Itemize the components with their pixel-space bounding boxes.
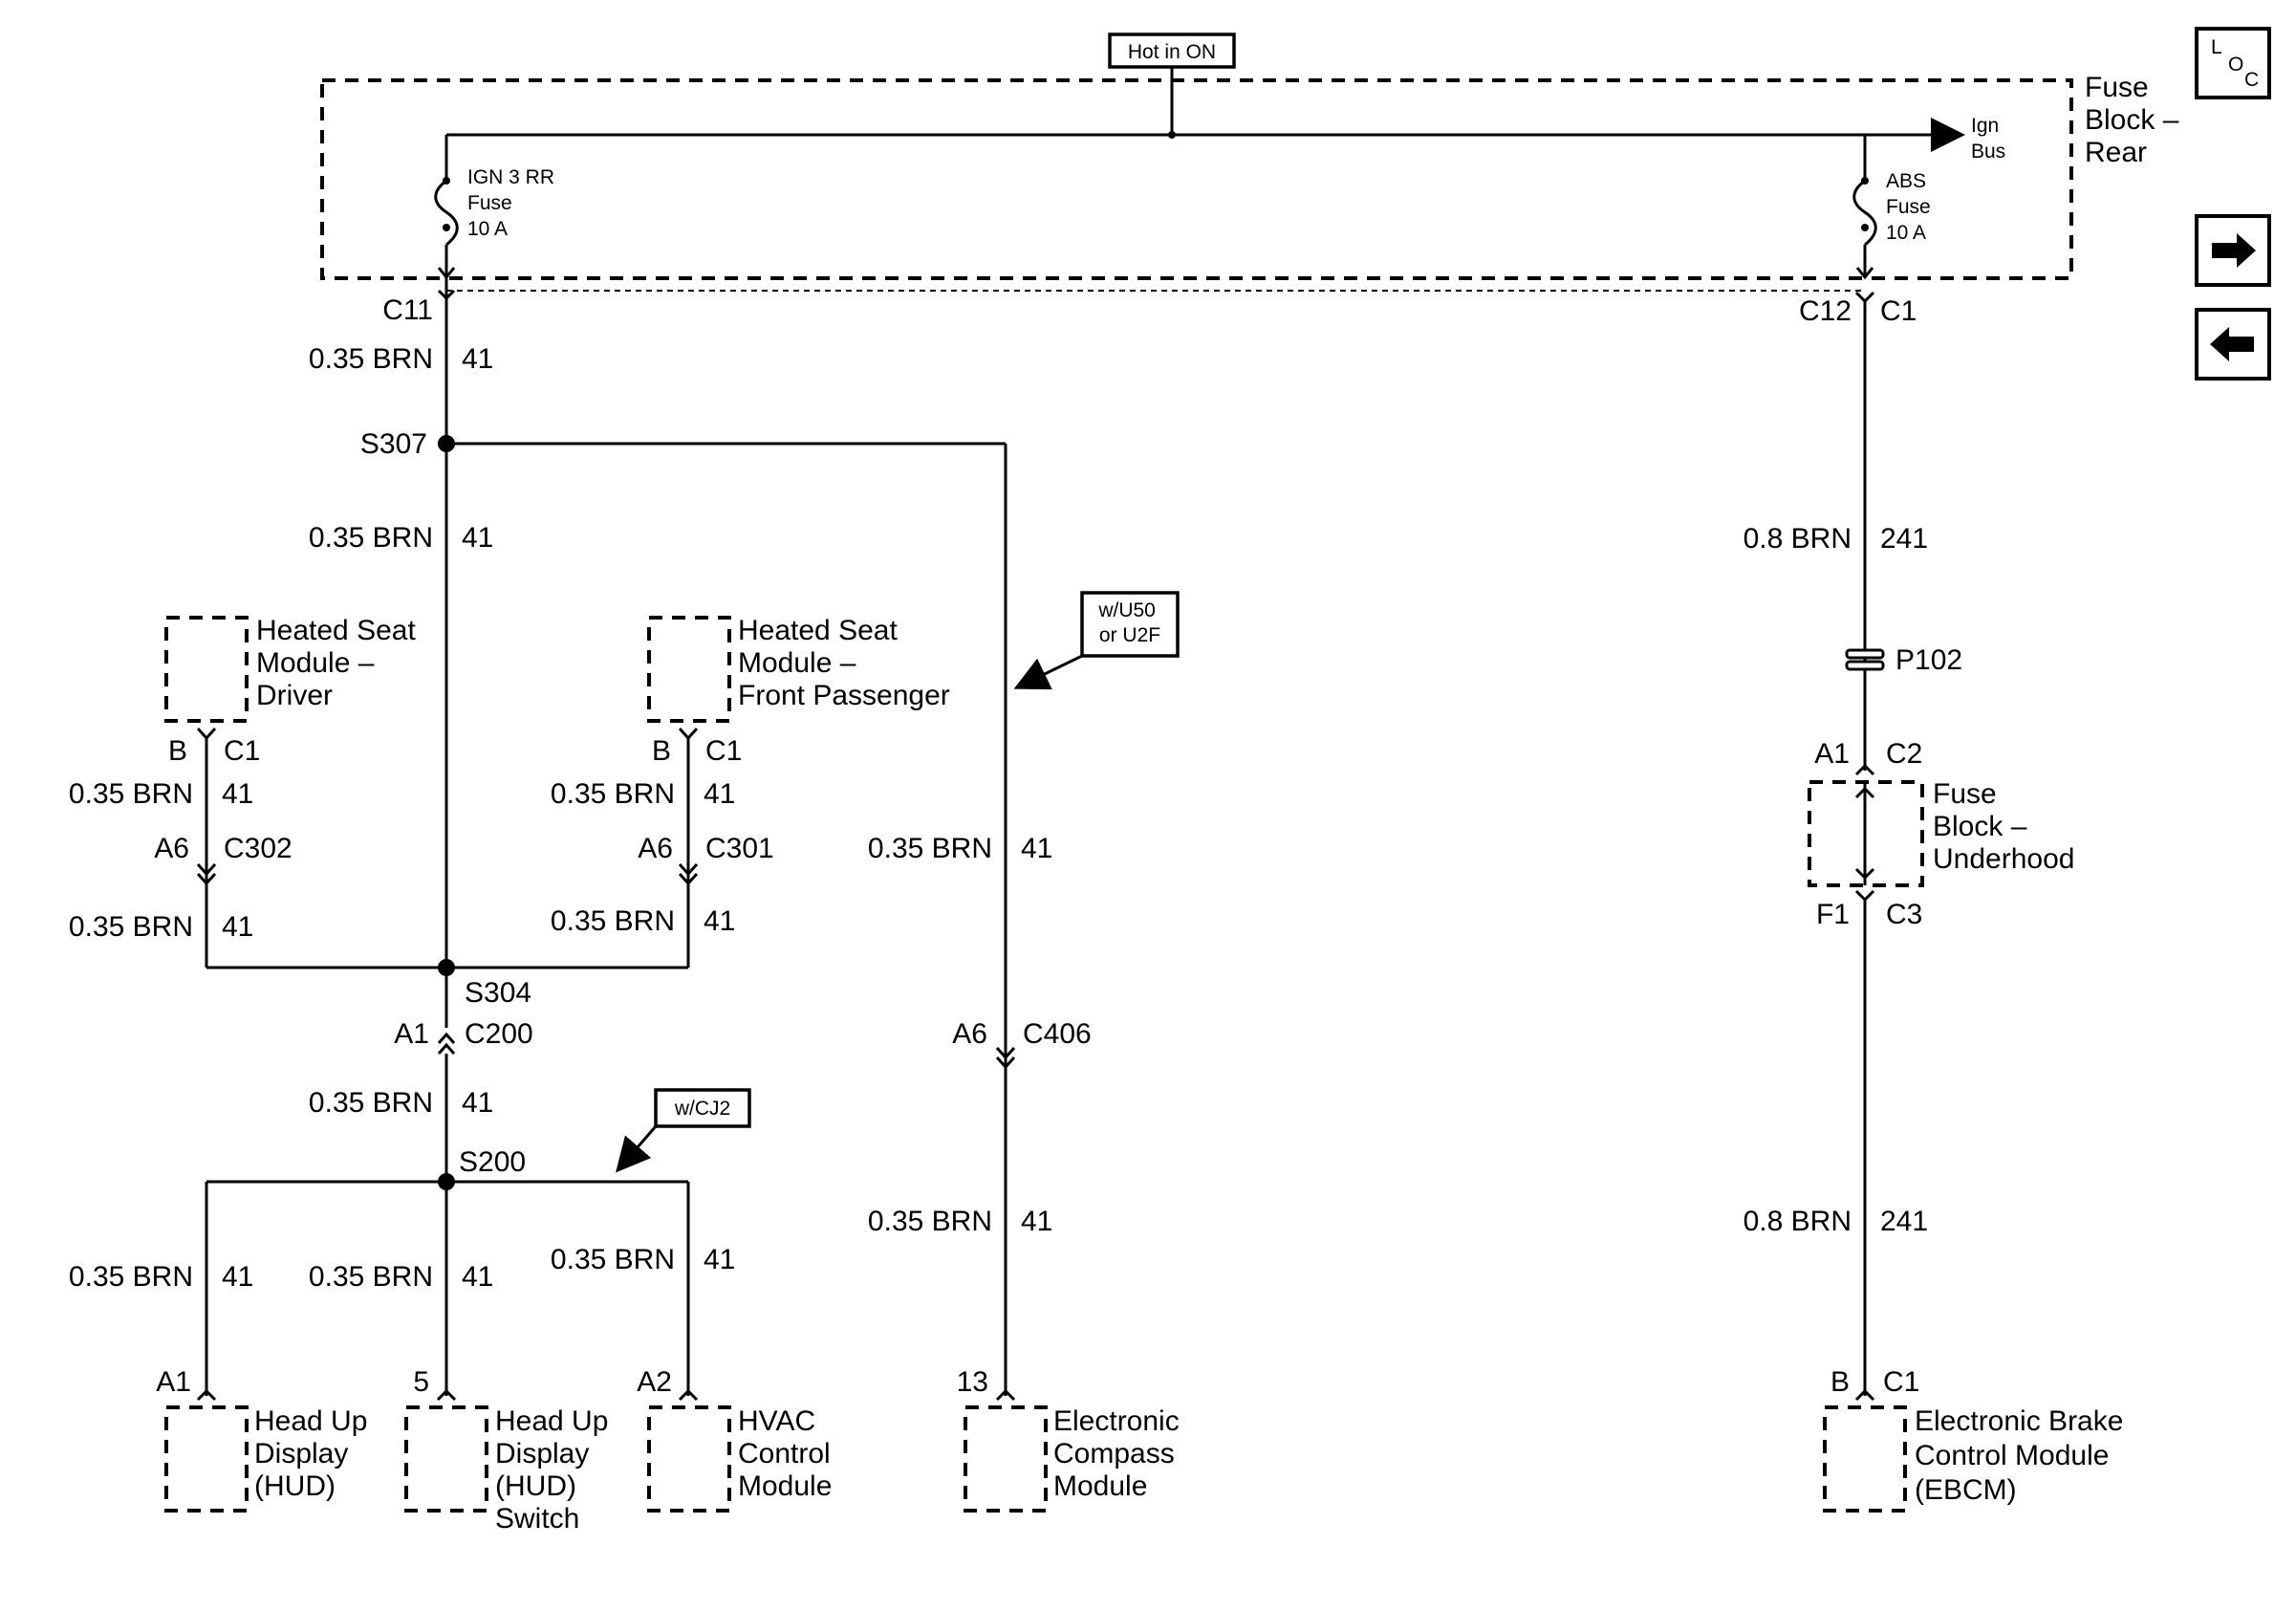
svg-text:0.8 BRN: 0.8 BRN bbox=[1744, 1206, 1852, 1237]
svg-text:C1: C1 bbox=[705, 735, 742, 767]
heated-seat-driver-branch: Heated Seat Module – Driver B C1 0.35 BR… bbox=[69, 615, 446, 969]
svg-text:C1: C1 bbox=[224, 735, 260, 767]
svg-text:41: 41 bbox=[462, 1261, 493, 1293]
ebcm-branch: C12 C1 0.8 BRN 241 P102 A1 C2 Fuse Block… bbox=[1744, 291, 2132, 1513]
ign-bus-label: Ign Bus bbox=[1971, 115, 2005, 163]
svg-text:241: 241 bbox=[1880, 523, 1928, 555]
svg-text:0.35 BRN: 0.35 BRN bbox=[309, 522, 433, 554]
svg-text:A1: A1 bbox=[156, 1366, 191, 1398]
option-u50-u2f-label: w/U50 or U2F bbox=[1013, 591, 1180, 690]
svg-text:Head Up Display (H: Head Up Display (HUD) Switch bbox=[495, 1405, 617, 1535]
svg-text:A6: A6 bbox=[154, 833, 189, 864]
svg-text:Heated Seat Module –: Heated Seat Module – Front Passenger bbox=[738, 615, 950, 711]
svg-text:C406: C406 bbox=[1023, 1018, 1092, 1050]
svg-text:0.35 BRN: 0.35 BRN bbox=[69, 778, 193, 810]
svg-text:0.35 BRN: 0.35 BRN bbox=[868, 1206, 992, 1237]
svg-text:41: 41 bbox=[1021, 833, 1052, 864]
svg-text:HVAC Control Modul: HVAC Control Module bbox=[738, 1405, 838, 1502]
svg-text:B: B bbox=[1830, 1366, 1850, 1398]
svg-text:5: 5 bbox=[413, 1366, 429, 1398]
svg-text:w/CJ2: w/CJ2 bbox=[674, 1098, 730, 1120]
svg-text:w/U50 or U2F: w/U50 or U2F bbox=[1097, 599, 1160, 646]
svg-text:L: L bbox=[2211, 36, 2222, 58]
svg-text:C2: C2 bbox=[1886, 738, 1922, 770]
abs-fuse: ABS Fuse 10 A bbox=[1852, 170, 1937, 280]
svg-text:C: C bbox=[2244, 69, 2259, 91]
svg-text:41: 41 bbox=[222, 778, 253, 810]
svg-text:41: 41 bbox=[462, 1087, 493, 1119]
fuse-block-rear: Hot in ON Ign Bus Fuse Block – Rear IGN … bbox=[320, 33, 2187, 280]
svg-text:A1: A1 bbox=[1814, 738, 1850, 770]
connector-p102: P102 bbox=[1845, 644, 1962, 676]
svg-text:Head Up Display (H: Head Up Display (HUD) bbox=[254, 1405, 376, 1502]
svg-text:A2: A2 bbox=[637, 1366, 672, 1398]
heated-seat-passenger-branch: Heated Seat Module – Front Passenger B C… bbox=[446, 615, 950, 969]
svg-text:C1: C1 bbox=[1880, 295, 1917, 327]
svg-text:O: O bbox=[2228, 54, 2243, 76]
svg-text:41: 41 bbox=[222, 1261, 253, 1293]
svg-text:C301: C301 bbox=[705, 833, 774, 864]
loc-icon[interactable]: L O C bbox=[2195, 27, 2271, 99]
svg-text:Electronic Compass: Electronic Compass Module bbox=[1053, 1405, 1187, 1502]
svg-text:P102: P102 bbox=[1895, 644, 1962, 676]
svg-text:0.8 BRN: 0.8 BRN bbox=[1744, 523, 1852, 555]
option-cj2-label: w/CJ2 bbox=[616, 1088, 751, 1173]
svg-text:0.35 BRN: 0.35 BRN bbox=[309, 343, 433, 375]
svg-text:0.35 BRN: 0.35 BRN bbox=[69, 911, 193, 943]
svg-text:C302: C302 bbox=[224, 833, 292, 864]
fuse-block-rear-label: Fuse Block – Rear bbox=[2085, 72, 2187, 168]
svg-text:C1: C1 bbox=[1883, 1366, 1919, 1398]
svg-text:41: 41 bbox=[462, 343, 493, 375]
svg-text:B: B bbox=[652, 735, 671, 767]
svg-text:13: 13 bbox=[957, 1366, 988, 1398]
svg-text:41: 41 bbox=[704, 905, 735, 937]
svg-text:C200: C200 bbox=[465, 1018, 533, 1050]
svg-text:241: 241 bbox=[1880, 1206, 1928, 1237]
svg-text:Fuse Block – Under: Fuse Block – Underhood bbox=[1933, 778, 2074, 875]
hot-in-on-label: Hot in ON bbox=[1108, 33, 1236, 69]
svg-text:S307: S307 bbox=[360, 428, 427, 460]
svg-text:A6: A6 bbox=[638, 833, 673, 864]
svg-text:0.35 BRN: 0.35 BRN bbox=[551, 1244, 675, 1275]
svg-text:B: B bbox=[168, 735, 187, 767]
svg-text:S200: S200 bbox=[459, 1146, 526, 1178]
svg-text:0.35 BRN: 0.35 BRN bbox=[868, 833, 992, 864]
svg-text:0.35 BRN: 0.35 BRN bbox=[69, 1261, 193, 1293]
svg-text:41: 41 bbox=[704, 778, 735, 810]
svg-text:0.35 BRN: 0.35 BRN bbox=[551, 778, 675, 810]
connector-c11-label: C11 bbox=[382, 294, 433, 326]
svg-text:C12: C12 bbox=[1799, 295, 1852, 327]
svg-text:41: 41 bbox=[704, 1244, 735, 1275]
svg-text:Electronic Brake Control: Electronic Brake Control Module (EBCM) bbox=[1915, 1405, 2132, 1506]
svg-text:0.35 BRN: 0.35 BRN bbox=[309, 1261, 433, 1293]
svg-text:Heated Seat Module –: Heated Seat Module – Driver bbox=[256, 615, 423, 711]
svg-text:IGN 3 RR Fuse: IGN 3 RR Fuse 10 A bbox=[467, 166, 560, 240]
previous-page-arrow-icon[interactable] bbox=[2195, 308, 2271, 381]
svg-text:C3: C3 bbox=[1886, 899, 1922, 930]
svg-text:0.35 BRN: 0.35 BRN bbox=[309, 1087, 433, 1119]
ign3-rr-fuse: IGN 3 RR Fuse 10 A bbox=[434, 166, 560, 280]
svg-text:A1: A1 bbox=[394, 1018, 429, 1050]
svg-text:41: 41 bbox=[222, 911, 253, 943]
svg-text:Hot in ON: Hot in ON bbox=[1128, 41, 1216, 63]
svg-text:0.35 BRN: 0.35 BRN bbox=[551, 905, 675, 937]
svg-text:A6: A6 bbox=[952, 1018, 987, 1050]
electronic-compass-branch: w/U50 or U2F 0.35 BRN 41 A6 C406 0.35 BR… bbox=[446, 442, 1187, 1513]
svg-text:F1: F1 bbox=[1816, 899, 1850, 930]
svg-text:ABS Fuse 10 A: ABS Fuse 10 A bbox=[1886, 170, 1937, 244]
main-circuit-trunk: C11 0.35 BRN 41 S307 0.35 BRN 41 S304 A1… bbox=[309, 277, 533, 1190]
hud-hvac-branches: w/CJ2 0.35 BRN 41 A1 Head Up Display (HU… bbox=[69, 1088, 838, 1535]
next-page-arrow-icon[interactable] bbox=[2195, 214, 2271, 287]
svg-text:S304: S304 bbox=[465, 977, 531, 1009]
svg-text:41: 41 bbox=[462, 522, 493, 554]
svg-text:41: 41 bbox=[1021, 1206, 1052, 1237]
